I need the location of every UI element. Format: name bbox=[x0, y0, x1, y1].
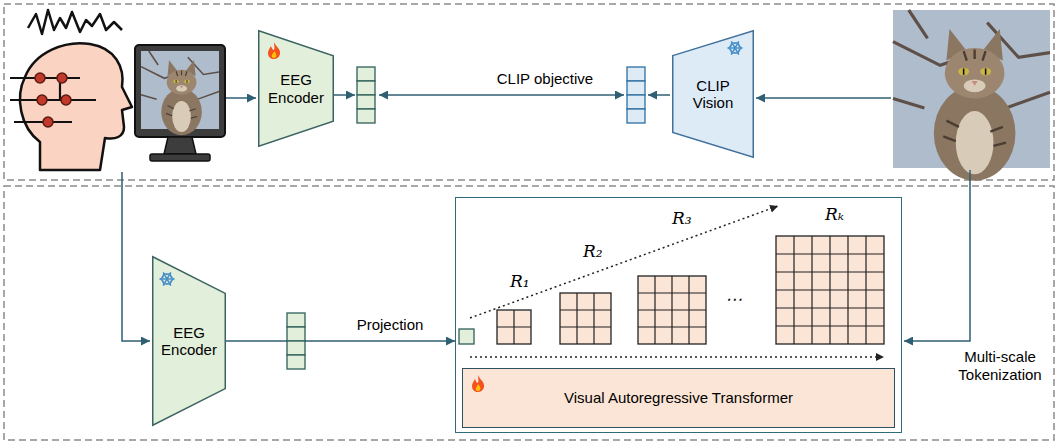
var-panel: R₁ R₂ R₃ Rₖ ⋯ Visual Autoregressive Transform… bbox=[455, 197, 902, 433]
encoder-trapezoid: EEG Encoder bbox=[258, 30, 334, 147]
scale-label: R₂ bbox=[583, 242, 603, 261]
embedding-vector bbox=[627, 67, 645, 123]
node-text-holder: EEG Encoder bbox=[152, 256, 226, 426]
node-label: EEG Encoder bbox=[264, 71, 328, 106]
embedding-vector bbox=[357, 67, 375, 123]
subject-icon bbox=[10, 10, 132, 170]
edge-label: Projection bbox=[335, 316, 445, 334]
frozen-icon bbox=[728, 41, 742, 56]
encoder-trapezoid: EEG Encoder bbox=[152, 256, 226, 426]
eeg-feed-line bbox=[122, 172, 150, 341]
node-text-holder: CLIP Vision bbox=[672, 30, 754, 158]
annotation-label: Multi-scale Tokenization bbox=[945, 348, 1055, 384]
scale-label: R₃ bbox=[672, 209, 692, 228]
sequence-arrow bbox=[470, 356, 884, 358]
connector-arrow bbox=[226, 340, 455, 342]
scale-progress-arrow bbox=[470, 206, 778, 318]
scale-label: ⋯ bbox=[725, 290, 742, 309]
node-label: Visual Autoregressive Transformer bbox=[564, 389, 793, 406]
node-label: EEG Encoder bbox=[158, 324, 220, 359]
node-text-holder: Visual Autoregressive Transformer bbox=[463, 369, 894, 427]
embedding-vector bbox=[287, 313, 305, 369]
trapezoid-outline bbox=[673, 31, 754, 158]
monitor-icon bbox=[135, 45, 225, 161]
transformer-bar: Visual Autoregressive Transformer bbox=[462, 368, 895, 428]
trapezoid-outline bbox=[259, 31, 334, 147]
node-text-holder: EEG Encoder bbox=[258, 30, 334, 147]
trainable-icon bbox=[472, 375, 484, 392]
token-grids bbox=[459, 236, 884, 344]
cat-photo bbox=[893, 10, 1050, 181]
frozen-icon bbox=[160, 272, 174, 287]
dashed-panel bbox=[4, 4, 1054, 180]
node-label: CLIP Vision bbox=[678, 77, 748, 112]
trapezoid-outline bbox=[153, 257, 226, 426]
trainable-icon bbox=[268, 42, 280, 59]
clip-vision-trapezoid: CLIP Vision bbox=[672, 30, 754, 158]
scale-label: Rₖ bbox=[825, 205, 844, 224]
dashed-panel bbox=[4, 186, 1054, 440]
scale-label: R₁ bbox=[510, 272, 530, 291]
tokenization-line bbox=[904, 170, 970, 341]
annotation-label: CLIP objective bbox=[445, 70, 645, 88]
